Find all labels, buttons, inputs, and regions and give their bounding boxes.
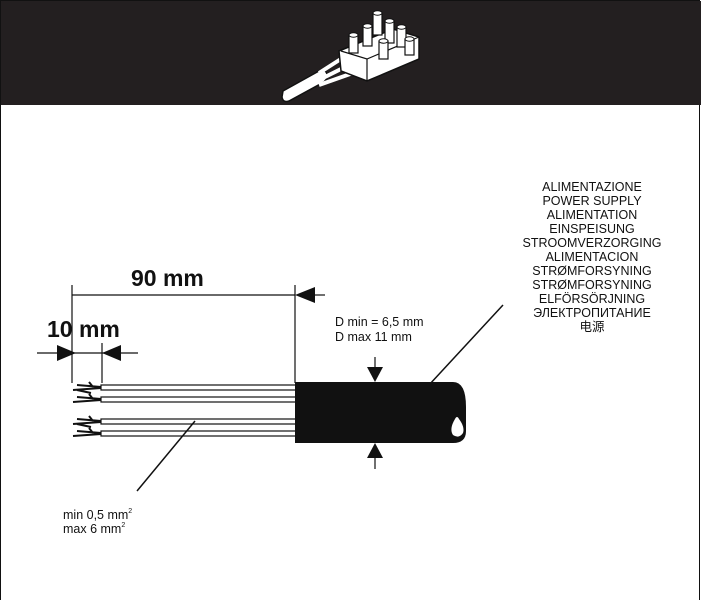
diameter-arrow-bottom <box>367 443 383 458</box>
screw-head <box>396 24 407 30</box>
leader-line-conductor <box>136 420 196 492</box>
label-90mm: 90 mm <box>131 265 204 291</box>
header-band <box>1 1 701 105</box>
conductor-wire <box>100 430 298 437</box>
power-supply-label-nl: STROOMVERZORGING <box>523 236 662 250</box>
stripped-strands <box>72 415 102 437</box>
terminal-wire <box>318 71 354 87</box>
power-supply-label-en: POWER SUPPLY <box>542 194 642 208</box>
screw-head <box>384 18 395 24</box>
cable-end-face <box>451 417 464 437</box>
label-d-min: D min = 6,5 mm <box>335 315 424 329</box>
power-supply-label-stack: ALIMENTAZIONE POWER SUPPLY ALIMENTATION … <box>523 180 662 334</box>
diameter-arrow-top <box>367 367 383 382</box>
terminal-block-illustration <box>281 10 420 103</box>
cable-sheath <box>295 382 466 443</box>
power-supply-label-ru: ЭЛЕКТРОПИТАНИЕ <box>533 306 651 320</box>
power-supply-label-no: STRØMFORSYNING <box>532 278 651 292</box>
power-supply-label-de: EINSPEISUNG <box>549 222 634 236</box>
leader-line-power-supply <box>428 304 504 386</box>
screw-head <box>404 36 415 42</box>
arrow-10mm-right <box>102 345 121 361</box>
power-supply-label-fr: ALIMENTATION <box>547 208 638 222</box>
label-min-section: min 0,5 mm2 <box>63 508 132 522</box>
power-supply-label-sv: ELFÖRSÖRJNING <box>539 292 645 306</box>
arrow-90mm-end <box>295 287 315 303</box>
stripped-strands <box>72 381 102 403</box>
arrow-10mm-left <box>57 345 76 361</box>
screw-head <box>362 23 373 29</box>
conductor-wire <box>100 396 298 403</box>
screw-head <box>372 10 383 16</box>
label-max-section: max 6 mm2 <box>63 522 125 536</box>
power-supply-label-it: ALIMENTAZIONE <box>542 180 642 194</box>
power-supply-label-zh: 电源 <box>579 320 605 334</box>
power-supply-label-da: STRØMFORSYNING <box>532 264 651 278</box>
conductor-wire <box>100 384 298 391</box>
screw-head <box>348 32 359 38</box>
label-d-max: D max 11 mm <box>335 330 412 344</box>
power-supply-label-es: ALIMENTACION <box>546 250 639 264</box>
label-10mm: 10 mm <box>47 316 120 342</box>
screw-head <box>378 38 389 44</box>
conductor-wire <box>100 418 298 425</box>
